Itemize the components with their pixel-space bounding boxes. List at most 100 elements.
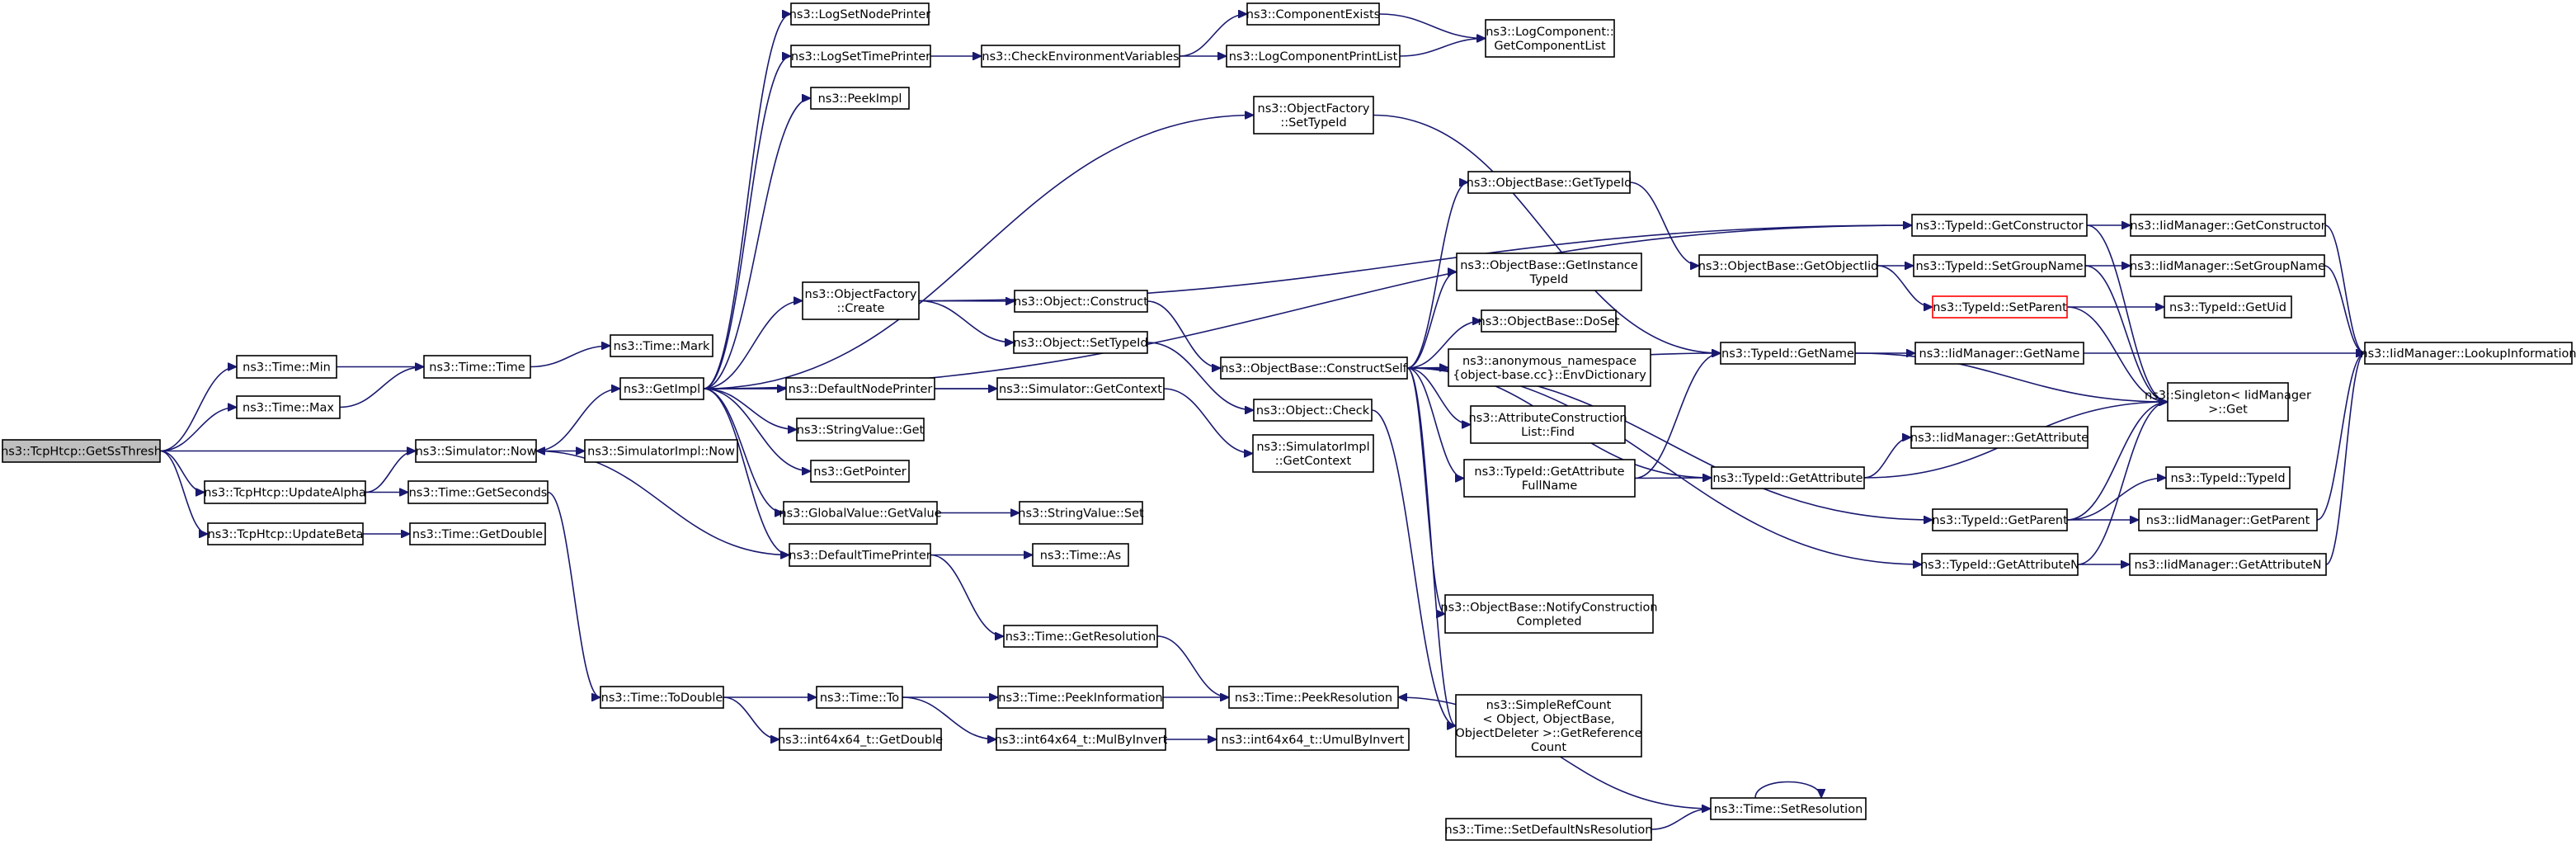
node-ns3-logsettimeprinter[interactable]: ns3::LogSetTimePrinter xyxy=(790,45,931,68)
node-ns3-objectbase-gettypeid[interactable]: ns3::ObjectBase::GetTypeId xyxy=(1467,171,1632,194)
node-ns3-tcphtcp-updatebeta[interactable]: ns3::TcpHtcp::UpdateBeta xyxy=(207,522,364,545)
node-ns3-typeid-getparent[interactable]: ns3::TypeId::GetParent xyxy=(1932,508,2068,531)
node-label: {object-base.cc}::EnvDictionary xyxy=(1453,369,1646,382)
edge-tidGetAttribute-to-iidGetAttribute xyxy=(1863,437,1911,479)
node-ns3-tcphtcp-updatealpha[interactable]: ns3::TcpHtcp::UpdateAlpha xyxy=(204,480,366,504)
node-ns3-time-min[interactable]: ns3::Time::Min xyxy=(236,355,337,379)
node-ns3-objectfactory-create[interactable]: ns3::ObjectFactory::Create xyxy=(802,281,920,320)
node-ns3-int64x64-t-mulbyinvert[interactable]: ns3::int64x64_t::MulByInvert xyxy=(995,728,1168,751)
node-ns3-time-setdefaultnsresolution[interactable]: ns3::Time::SetDefaultNsResolution xyxy=(1445,818,1653,841)
node-ns3-objectbase-notifyconstruction-completed[interactable]: ns3::ObjectBase::NotifyConstructionCompl… xyxy=(1440,594,1658,634)
node-ns3-logsetnodeprinter[interactable]: ns3::LogSetNodePrinter xyxy=(789,2,931,26)
node-ns3-getimpl[interactable]: ns3::GetImpl xyxy=(619,377,704,400)
node-ns3-peekimpl[interactable]: ns3::PeekImpl xyxy=(810,87,910,110)
node-label: ns3::Time::Max xyxy=(243,402,334,415)
node-ns3-iidmanager-getconstructor[interactable]: ns3::IidManager::GetConstructor xyxy=(2130,214,2326,237)
node-box xyxy=(785,377,935,400)
node-label: List::Find xyxy=(1521,426,1575,439)
edge-iidGetParent-to-iidLookup xyxy=(2316,353,2365,521)
node-ns3-componentexists[interactable]: ns3::ComponentExists xyxy=(1246,2,1381,26)
edge-getImpl-to-objFactSetTypeId xyxy=(703,116,1254,389)
node-ns3-time-peekresolution[interactable]: ns3::Time::PeekResolution xyxy=(1228,686,1399,709)
node-ns3-time-getdouble[interactable]: ns3::Time::GetDouble xyxy=(409,522,546,545)
node-ns3-object-construct[interactable]: ns3::Object::Construct xyxy=(1014,290,1148,313)
node-box xyxy=(802,281,920,320)
node-ns3-anonymous-namespace-object-base-cc-envdictionary[interactable]: ns3::anonymous_namespace{object-base.cc}… xyxy=(1448,348,1651,387)
node-ns3-time-getseconds[interactable]: ns3::Time::GetSeconds xyxy=(407,480,549,504)
edge-tidGetGroupName-to-singletonGet xyxy=(2084,265,2168,402)
edge-obGetObjectIid-to-tidSetParent xyxy=(1877,265,1933,307)
edge-objCheck-to-simpleRefCount xyxy=(1371,409,1456,726)
node-ns3-time-peekinformation[interactable]: ns3::Time::PeekInformation xyxy=(997,686,1164,709)
node-ns3-time-to[interactable]: ns3::Time::To xyxy=(816,686,903,709)
node-ns3-int64x64-t-umulbyinvert[interactable]: ns3::int64x64_t::UmulByInvert xyxy=(1216,728,1410,751)
node-ns3-defaultnodeprinter[interactable]: ns3::DefaultNodePrinter xyxy=(785,377,935,400)
node-label: ns3::Time::ToDouble xyxy=(601,692,723,705)
node-ns3-simulator-now[interactable]: ns3::Simulator::Now xyxy=(415,439,537,463)
node-label: ns3::Time::SetResolution xyxy=(1714,803,1863,816)
edge-constructSelf-to-attrConstrFind xyxy=(1406,367,1471,425)
node-ns3-int64x64-t-getdouble[interactable]: ns3::int64x64_t::GetDouble xyxy=(778,728,943,751)
node-ns3-object-settypeid[interactable]: ns3::Object::SetTypeId xyxy=(1013,331,1148,354)
node-box xyxy=(1911,214,2088,237)
node-ns3-time-todouble[interactable]: ns3::Time::ToDouble xyxy=(600,686,724,709)
node-label: ns3::GetImpl xyxy=(624,383,700,396)
node-ns3-simulatorimpl-now[interactable]: ns3::SimulatorImpl::Now xyxy=(584,439,738,463)
node-box xyxy=(600,686,724,709)
node-ns3-iidmanager-getname[interactable]: ns3::IidManager::GetName xyxy=(1914,342,2084,365)
node-label: ns3::SimulatorImpl xyxy=(1256,441,1369,454)
node-label: ns3::GlobalValue::GetValue xyxy=(779,507,941,521)
node-ns3-stringvalue-set[interactable]: ns3::StringValue::Set xyxy=(1018,501,1144,525)
node-ns3-typeid-typeid[interactable]: ns3::TypeId::TypeId xyxy=(2165,466,2291,489)
node-ns3-simulatorimpl-getcontext[interactable]: ns3::SimulatorImpl::GetContext xyxy=(1252,434,1374,473)
node-ns3-logcomponent-getcomponentlist[interactable]: ns3::LogComponent::GetComponentList xyxy=(1485,19,1615,58)
node-box xyxy=(1914,342,2084,365)
node-ns3-simplerefcount-object-objectbase-objectdeleter-getreference-count[interactable]: ns3::SimpleRefCount< Object, ObjectBase,… xyxy=(1455,694,1642,758)
node-ns3-iidmanager-getparent[interactable]: ns3::IidManager::GetParent xyxy=(2138,508,2318,531)
node-ns3-typeid-setgroupname[interactable]: ns3::TypeId::SetGroupName xyxy=(1913,254,2086,277)
node-ns3-typeid-getattributen[interactable]: ns3::TypeId::GetAttributeN xyxy=(1920,553,2079,576)
node-label: ns3::DefaultNodePrinter xyxy=(789,383,933,396)
node-ns3-logcomponentprintlist[interactable]: ns3::LogComponentPrintList xyxy=(1226,45,1401,68)
node-ns3-singleton-iidmanager-get[interactable]: ns3::Singleton< IidManager>::Get xyxy=(2145,382,2311,422)
node-ns3-typeid-getuid[interactable]: ns3::TypeId::GetUid xyxy=(2164,295,2292,319)
node-label: ns3::Time::SetDefaultNsResolution xyxy=(1445,824,1653,837)
node-ns3-defaulttimeprinter[interactable]: ns3::DefaultTimePrinter xyxy=(789,543,931,567)
node-ns3-objectbase-getobjectiid[interactable]: ns3::ObjectBase::GetObjectIid xyxy=(1698,254,1879,277)
node-ns3-getpointer[interactable]: ns3::GetPointer xyxy=(810,460,910,483)
node-ns3-checkenvironmentvariables[interactable]: ns3::CheckEnvironmentVariables xyxy=(981,45,1180,68)
node-ns3-objectbase-constructself[interactable]: ns3::ObjectBase::ConstructSelf xyxy=(1220,356,1408,380)
node-ns3-typeid-getname[interactable]: ns3::TypeId::GetName xyxy=(1720,342,1856,365)
node-ns3-time-max[interactable]: ns3::Time::Max xyxy=(236,395,341,419)
node-ns3-typeid-getattribute[interactable]: ns3::TypeId::GetAttribute xyxy=(1711,466,1865,489)
node-ns3-iidmanager-setgroupname[interactable]: ns3::IidManager::SetGroupName xyxy=(2130,254,2325,277)
node-ns3-time-as[interactable]: ns3::Time::As xyxy=(1032,543,1129,567)
node-ns3-simulator-getcontext[interactable]: ns3::Simulator::GetContext xyxy=(996,377,1165,400)
node-ns3-tcphtcp-getssthresh[interactable]: ns3::TcpHtcp::GetSsThresh xyxy=(1,439,162,463)
node-ns3-globalvalue-getvalue[interactable]: ns3::GlobalValue::GetValue xyxy=(779,501,942,525)
node-label: ns3::Object::Construct xyxy=(1014,295,1148,309)
node-ns3-objectbase-doset[interactable]: ns3::ObjectBase::DoSet xyxy=(1478,309,1620,333)
node-ns3-time-setresolution[interactable]: ns3::Time::SetResolution xyxy=(1710,797,1867,820)
node-ns3-object-check[interactable]: ns3::Object::Check xyxy=(1253,399,1373,422)
node-ns3-stringvalue-get[interactable]: ns3::StringValue::Get xyxy=(796,418,925,441)
node-ns3-typeid-getconstructor[interactable]: ns3::TypeId::GetConstructor xyxy=(1911,214,2088,237)
node-box xyxy=(1003,625,1158,648)
node-label: ns3::TypeId::SetGroupName xyxy=(1915,260,2083,273)
edge-constructSelf-to-obDoSet xyxy=(1406,321,1481,369)
node-ns3-typeid-setparent[interactable]: ns3::TypeId::SetParent xyxy=(1932,295,2068,319)
node-ns3-time-getresolution[interactable]: ns3::Time::GetResolution xyxy=(1003,625,1158,648)
node-ns3-objectfactory-settypeid[interactable]: ns3::ObjectFactory::SetTypeId xyxy=(1253,96,1374,135)
edge-tidGetConstructor-to-singletonGet xyxy=(2086,224,2168,402)
node-ns3-iidmanager-getattribute[interactable]: ns3::IidManager::GetAttribute xyxy=(1910,426,2089,449)
node-ns3-time-mark[interactable]: ns3::Time::Mark xyxy=(610,334,713,357)
node-label: ObjectDeleter >::GetReference xyxy=(1455,727,1641,740)
edge-constructSelf-to-tidGetAttrFull xyxy=(1406,367,1464,479)
node-ns3-iidmanager-lookupinformation[interactable]: ns3::IidManager::LookupInformation xyxy=(2360,342,2576,365)
node-label: ns3::LogComponent:: xyxy=(1486,26,1614,39)
node-ns3-iidmanager-getattributen[interactable]: ns3::IidManager::GetAttributeN xyxy=(2129,553,2327,576)
node-ns3-time-time[interactable]: ns3::Time::Time xyxy=(423,355,531,379)
